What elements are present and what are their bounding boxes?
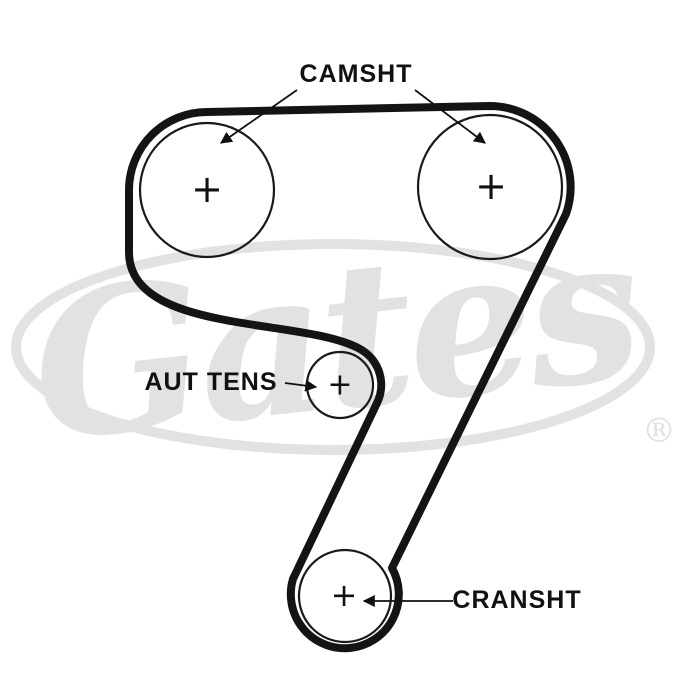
crankshaft-center-marker: + — [331, 576, 358, 614]
crankshaft-pulley — [297, 548, 393, 644]
timing-belt — [125, 102, 575, 653]
gates-watermark: Gates ® — [11, 190, 676, 487]
camshaft-right-center-marker: + — [475, 164, 507, 208]
label-camshaft: CAMSHT — [300, 60, 413, 88]
camshaft-left-center-marker: + — [191, 167, 223, 211]
registered-trademark-icon: ® — [642, 411, 676, 451]
camshaft-leader-right — [414, 89, 486, 144]
label-crankshaft: CRANSHT — [452, 586, 581, 614]
label-auto-tensioner: AUT TENS — [145, 368, 278, 396]
tensioner-leader — [284, 379, 318, 392]
tensioner-center-marker: + — [327, 368, 352, 403]
camshaft-pulley-right — [416, 113, 564, 261]
camshaft-leader-left — [220, 89, 298, 144]
camshaft-pulley-left — [138, 121, 276, 259]
gates-oval — [11, 239, 655, 455]
